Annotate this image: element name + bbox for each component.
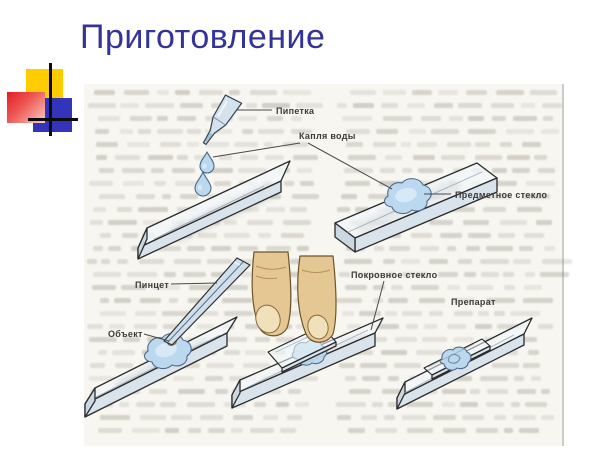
decoration-red-square [7,92,45,123]
water-drops [194,151,215,197]
label-tweezers: Пинцет [135,280,169,290]
pipette [202,94,243,146]
slide-decoration [0,0,90,160]
finished-preparation [396,317,533,410]
label-object: Объект [108,329,143,339]
glass-slide-empty [137,160,291,260]
label-cover-glass: Покровное стекло [351,270,438,280]
tweezers [163,257,251,346]
glass-slide-with-drop [334,162,498,253]
decoration-vertical-line [49,63,52,136]
slide-with-object [84,316,238,418]
decoration-horizontal-line [28,118,78,121]
fingers [251,251,337,343]
label-water-drop: Капля воды [299,131,356,141]
microscope-slide-preparation-diagram: Пипетка Капля воды Предметное стекло Пин… [84,94,548,418]
label-slide-glass: Предметное стекло [455,190,548,200]
textbook-scan: Пипетка Капля воды Предметное стекло Пин… [84,84,572,446]
label-preparation: Препарат [451,297,496,307]
slide-title: Приготовление [80,18,326,56]
label-pipette: Пипетка [276,106,315,116]
diagram-labels: Пипетка Капля воды Предметное стекло Пин… [108,106,548,342]
cover-glass-on-slide [423,338,491,380]
